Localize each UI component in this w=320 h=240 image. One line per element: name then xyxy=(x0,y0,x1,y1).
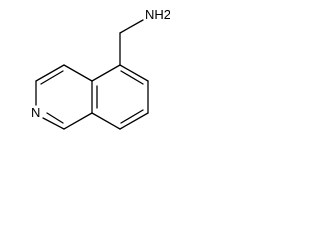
bond-ch2-n xyxy=(119,19,144,34)
double-bond-c5-c6 xyxy=(120,70,144,85)
isoquinoline-structure: NH2 N xyxy=(31,7,170,130)
double-bond-n2-c1 xyxy=(46,112,64,124)
structure-canvas: NH2 N xyxy=(0,0,170,154)
bond-c7-c8 xyxy=(119,112,149,130)
bond-c4-c3 xyxy=(35,64,65,82)
double-bond-c7-c8 xyxy=(120,109,144,124)
bond-c4a-c4 xyxy=(63,64,93,82)
bond-c4a-c5 xyxy=(91,64,121,82)
double-bond-c4-c3 xyxy=(40,70,64,85)
bond-c5-c6 xyxy=(119,64,149,82)
ring-nitrogen-label: N xyxy=(31,105,40,120)
bond-n2-c1 xyxy=(42,117,65,130)
bond-c8-c8a xyxy=(91,112,121,130)
amine-nitrogen-label: NH2 xyxy=(145,7,170,22)
bond-c1-c8a xyxy=(63,112,93,130)
